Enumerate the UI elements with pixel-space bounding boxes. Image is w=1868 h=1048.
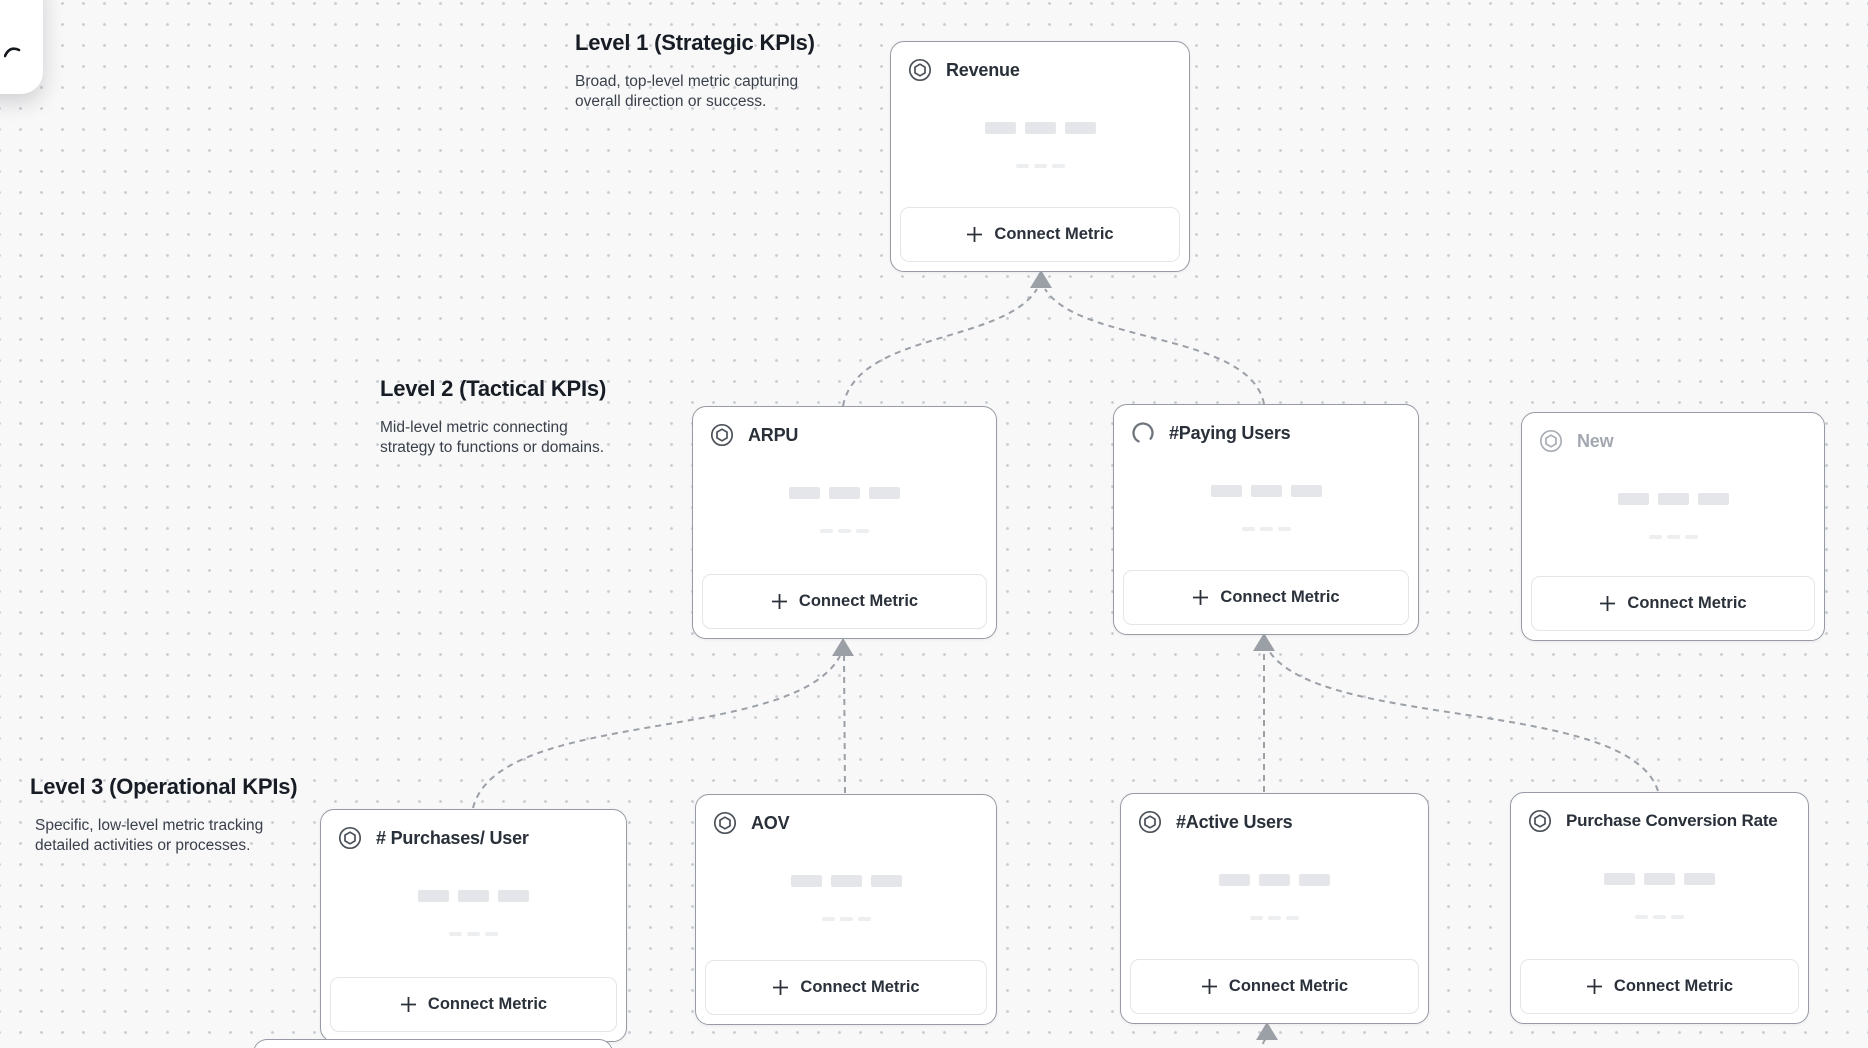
level-2-title: Level 2 (Tactical KPIs)	[380, 376, 607, 401]
connect-metric-label: Connect Metric	[1613, 977, 1734, 995]
plus-icon	[400, 997, 416, 1012]
kpi-card-revenue[interactable]: Revenue Connect Metric	[890, 41, 1190, 272]
plus-icon	[1600, 596, 1616, 611]
metric-hexagon-icon	[709, 422, 735, 448]
kpi-card-purchase-conversion-rate[interactable]: Purchase Conversion Rate Connect Metric	[1510, 792, 1809, 1024]
kpi-card-new[interactable]: New Connect Metric	[1521, 412, 1825, 641]
spinner-icon	[1130, 420, 1156, 446]
connect-metric-button[interactable]: Connect Metric	[900, 207, 1180, 262]
arrow-into-revenue	[1030, 270, 1052, 288]
metric-hexagon-icon	[907, 57, 933, 83]
metric-hexagon-icon	[1538, 428, 1564, 454]
metric-hexagon-icon	[1527, 808, 1553, 834]
card-title: AOV	[751, 812, 790, 833]
arrow-into-activeusers	[1256, 1022, 1278, 1040]
plus-icon	[773, 980, 789, 995]
metric-hexagon-icon	[712, 810, 738, 836]
connect-metric-button[interactable]: Connect Metric	[1123, 570, 1409, 625]
kpi-card-partial-bottom[interactable]	[253, 1039, 613, 1048]
connect-metric-label: Connect Metric	[798, 592, 919, 610]
connect-metric-button[interactable]: Connect Metric	[330, 977, 617, 1032]
card-title: New	[1577, 430, 1614, 451]
arrow-into-payingusers	[1253, 633, 1275, 651]
level-3-description: Specific, low-level metric tracking deta…	[35, 817, 264, 854]
card-title: ARPU	[748, 424, 799, 445]
connect-metric-button[interactable]: Connect Metric	[1520, 959, 1799, 1014]
card-title: #Paying Users	[1169, 422, 1291, 443]
connector-purchases-to-arpu	[472, 655, 841, 809]
arrow-into-arpu	[832, 638, 854, 656]
connector-offscreen-to-activeusers	[1262, 1038, 1267, 1048]
connect-metric-label: Connect Metric	[1228, 977, 1349, 995]
connector-payingusers-to-revenue	[1044, 288, 1265, 405]
card-title: # Purchases/ User	[376, 827, 529, 848]
connect-metric-label: Connect Metric	[427, 995, 548, 1013]
plus-icon	[1193, 590, 1209, 605]
plus-icon	[967, 227, 983, 242]
connect-metric-button[interactable]: Connect Metric	[1531, 576, 1815, 631]
connect-metric-label: Connect Metric	[994, 225, 1114, 243]
level-1-description: Broad, top-level metric capturing overal…	[575, 73, 799, 110]
card-title: Revenue	[946, 59, 1020, 80]
connect-metric-button[interactable]: Connect Metric	[705, 960, 987, 1015]
connector-pcr-to-payingusers	[1268, 650, 1659, 792]
connect-metric-label: Connect Metric	[1627, 594, 1747, 612]
connect-metric-button[interactable]: Connect Metric	[1130, 959, 1419, 1014]
tool-icon	[4, 47, 21, 58]
level-3-title: Level 3 (Operational KPIs)	[30, 774, 298, 799]
plus-icon	[1201, 979, 1217, 994]
kpi-card-purchases-per-user[interactable]: # Purchases/ User Connect Metric	[320, 809, 627, 1042]
kpi-card-paying-users[interactable]: #Paying Users Connect Metric	[1113, 404, 1419, 635]
level-1-title: Level 1 (Strategic KPIs)	[575, 30, 815, 55]
connect-metric-label: Connect Metric	[800, 978, 920, 996]
connect-metric-button[interactable]: Connect Metric	[702, 574, 987, 629]
plus-icon	[1586, 979, 1602, 994]
floating-toolbar-button[interactable]	[0, 0, 43, 94]
level-2-description: Mid-level metric connecting strategy to …	[380, 419, 605, 456]
kpi-card-aov[interactable]: AOV Connect Metric	[695, 794, 997, 1025]
metric-hexagon-icon	[1137, 809, 1163, 835]
kpi-card-arpu[interactable]: ARPU Connect Metric	[692, 406, 997, 639]
card-title: Purchase Conversion Rate	[1566, 811, 1778, 830]
plus-icon	[771, 594, 787, 609]
connector-aov-to-arpu	[843, 655, 846, 794]
card-title: #Active Users	[1176, 811, 1293, 832]
kpi-card-active-users[interactable]: #Active Users Connect Metric	[1120, 793, 1429, 1024]
metric-hexagon-icon	[337, 825, 363, 851]
connect-metric-label: Connect Metric	[1220, 588, 1340, 606]
connector-arpu-to-revenue	[842, 288, 1038, 407]
